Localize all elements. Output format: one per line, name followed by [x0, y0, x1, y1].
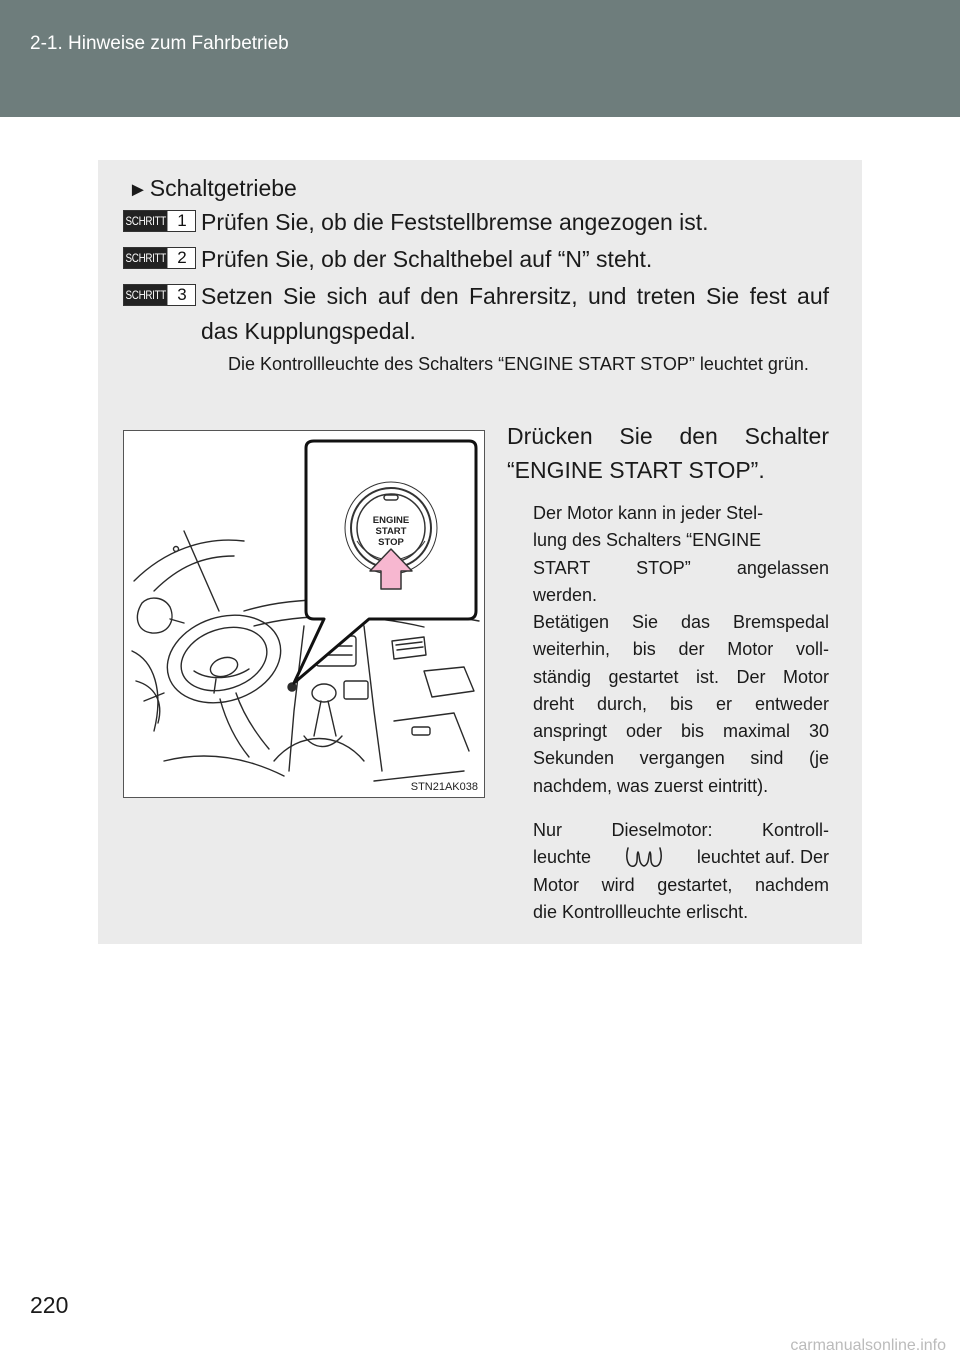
diesel-note-line: Nur Dieselmotor: Kontroll- — [533, 820, 829, 840]
para-line: anspringt oder bis maximal 30 — [533, 721, 829, 742]
diesel-note-line: Motor wird gestartet, nachdem — [533, 874, 829, 895]
para-line: Der Motor kann in jeder Stel- — [533, 503, 764, 523]
step-4-paragraph-2: Betätigen Sie das Bremspedal weiterhin, … — [533, 609, 829, 800]
heading-text: Schaltgetriebe — [149, 175, 297, 201]
button-label-line-1: ENGINE — [373, 515, 409, 526]
step-1-text: Prüfen Sie, ob die Feststellbremse angez… — [201, 209, 709, 235]
watermark: carmanualsonline.info — [790, 1337, 946, 1354]
page-number: 220 — [30, 1292, 69, 1318]
step-badge-2: SCHRITT 2 — [123, 247, 196, 269]
diesel-note: Nur Dieselmotor: Kontroll- leuchte leuch… — [533, 817, 829, 926]
triangle-marker-icon: ► — [128, 179, 148, 201]
step-badge-label: SCHRITT — [124, 248, 168, 268]
dashboard-illustration: ENGINE START STOP STN21AK038 — [123, 430, 485, 798]
step-badge-label: SCHRITT — [124, 285, 168, 305]
figure-code: STN21AK038 — [410, 781, 478, 793]
diesel-note-line: die Kontrollleuchte erlischt. — [533, 901, 749, 922]
dashboard-drawing: ENGINE START STOP — [131, 439, 480, 782]
step-4-paragraph-1: Der Motor kann in jeder Stel- lung des S… — [533, 500, 829, 609]
diesel-note-line-2: leuchte leuchtet auf. Der — [533, 844, 829, 871]
para-line: ständig gestartet ist. Der Motor — [533, 666, 829, 687]
section-heading: ►Schaltgetriebe — [128, 175, 297, 202]
para-line: nachdem, was zuerst eintritt). — [533, 775, 769, 796]
step-3-note: Die Kontrollleuchte des Schalters “ENGIN… — [228, 354, 809, 374]
para-line: dreht durch, bis er entweder — [533, 693, 829, 714]
para-line: Sekunden vergangen sind (je — [533, 748, 829, 769]
step-number: 3 — [177, 285, 187, 304]
step-4-text: Drücken Sie den Schalter “ENGINE START S… — [507, 423, 829, 483]
para-line: werden. — [533, 584, 598, 605]
step-2-text: Prüfen Sie, ob der Schalthebel auf “N” s… — [201, 246, 653, 272]
step-badge-1: SCHRITT 1 — [123, 210, 196, 232]
glow-plug-icon — [626, 847, 662, 867]
section-title: 2-1. Hinweise zum Fahrbetrieb — [30, 33, 289, 54]
diesel-note-text: leuchtet auf. Der — [696, 847, 829, 868]
page-header: 2-1. Hinweise zum Fahrbetrieb — [0, 0, 960, 117]
step-3-text: Setzen Sie sich auf den Fahrersitz, und … — [201, 283, 829, 344]
step-badge-3: SCHRITT 3 — [123, 284, 196, 306]
button-label-line-3: STOP — [378, 537, 404, 548]
diesel-note-text: leuchte — [533, 847, 592, 868]
step-badge-label: SCHRITT — [124, 211, 168, 231]
para-line: Betätigen Sie das Bremspedal — [533, 612, 829, 632]
button-label-line-2: START — [376, 526, 407, 537]
para-line: START STOP” angelassen — [533, 557, 829, 578]
step-number: 1 — [177, 211, 187, 230]
para-line: lung des Schalters “ENGINE — [533, 530, 762, 551]
para-line: weiterhin, bis der Motor voll- — [533, 639, 829, 660]
step-number: 2 — [177, 248, 187, 267]
